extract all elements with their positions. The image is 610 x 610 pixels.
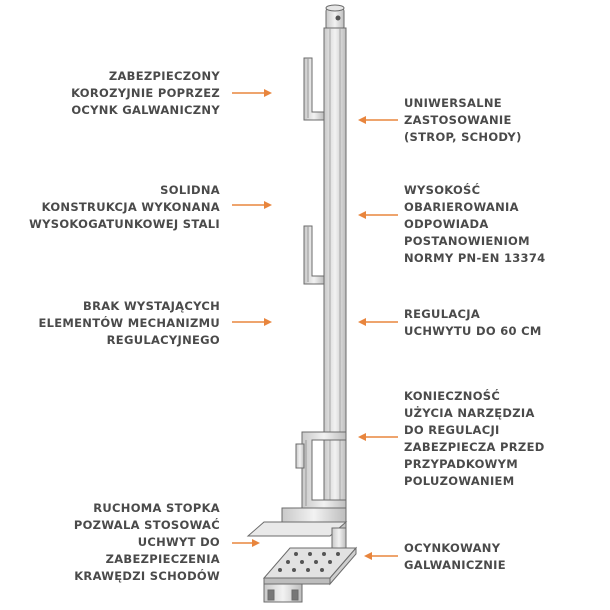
callout-line: UŻYCIA NARZĘDZIA: [404, 406, 535, 420]
callout-line: POLUZOWANIEM: [404, 474, 515, 488]
callout-line: OCYNK GALWANICZNY: [71, 103, 220, 117]
top-pin: [325, 4, 345, 31]
callout-line: ZABEZPIECZA PRZED: [404, 440, 545, 454]
callout-line: POZWALA STOSOWAĆ: [73, 518, 220, 532]
upper-rail-holder: [303, 57, 325, 121]
arrow-adjustment: [358, 318, 398, 326]
callout-no-elements: BRAK WYSTAJĄCYCH ELEMENTÓW MECHANIZMU RE…: [38, 298, 220, 349]
callout-line: OCYNKOWANY: [404, 541, 501, 555]
callout-line: GALWANICZNIE: [404, 558, 506, 572]
callout-line: DO REGULACJI: [404, 423, 500, 437]
callout-line: RUCHOMA STOPKA: [93, 501, 220, 515]
lower-adjustable-holder: [295, 431, 347, 509]
arrow-tool-needed: [358, 433, 398, 441]
callout-construction: SOLIDNA KONSTRUKCJA WYKONANA WYSOKOGATUN…: [29, 182, 220, 233]
sliding-clamp: [246, 507, 348, 537]
perforated-foot-plate: [262, 546, 358, 586]
left-arrows: [232, 89, 272, 547]
arrow-movable-foot: [232, 539, 260, 547]
arrow-universal: [358, 116, 398, 124]
callout-height: WYSOKOŚĆ OBARIEROWANIA ODPOWIADA POSTANO…: [404, 182, 545, 267]
callout-line: POSTANOWIENIOM: [404, 234, 530, 248]
callout-tool-needed: KONIECZNOŚĆ UŻYCIA NARZĘDZIA DO REGULACJ…: [404, 388, 545, 490]
callout-line: REGULACJA: [404, 307, 481, 321]
callout-line: WYSOKOŚĆ: [404, 183, 481, 197]
callout-universal: UNIWERSALNE ZASTOSOWANIE (STROP, SCHODY): [404, 95, 522, 146]
callout-galvanized: OCYNKOWANY GALWANICZNIE: [404, 540, 506, 574]
arrow-corrosion: [232, 89, 272, 97]
callout-line: PRZYPADKOWYM: [404, 457, 518, 471]
callout-line: KRAWĘDZI SCHODÓW: [74, 569, 220, 583]
callout-line: UCHWYTU DO 60 CM: [404, 324, 542, 338]
callout-line: WYSOKOGATUNKOWEJ STALI: [29, 217, 220, 231]
callout-line: BRAK WYSTAJĄCYCH: [83, 299, 220, 313]
main-tube: [323, 27, 347, 511]
callout-line: (STROP, SCHODY): [404, 130, 522, 144]
callout-corrosion: ZABEZPIECZONY KOROZYJNIE POPRZEZ OCYNK G…: [71, 68, 220, 119]
callout-line: NORMY PN-EN 13374: [404, 251, 546, 265]
callout-adjustment: REGULACJA UCHWYTU DO 60 CM: [404, 306, 542, 340]
callout-line: KONIECZNOŚĆ: [404, 389, 501, 403]
callout-line: ZABEZPIECZENIA: [105, 552, 220, 566]
callout-line: ZABEZPIECZONY: [108, 69, 220, 83]
callout-line: ELEMENTÓW MECHANIZMU: [38, 316, 220, 330]
callout-line: UNIWERSALNE: [404, 96, 502, 110]
right-arrows: [358, 116, 398, 560]
callout-line: SOLIDNA: [160, 183, 220, 197]
callout-line: ZASTOSOWANIE: [404, 113, 512, 127]
callout-line: ODPOWIADA: [404, 217, 489, 231]
callout-movable-foot: RUCHOMA STOPKA POZWALA STOSOWAĆ UCHWYT D…: [74, 500, 220, 585]
callout-line: UCHWYT DO: [137, 535, 220, 549]
bottom-bracket: [263, 583, 303, 603]
arrow-galvanized: [364, 552, 398, 560]
middle-rail-holder: [303, 225, 325, 285]
arrow-construction: [232, 201, 272, 209]
callout-line: KOROZYJNIE POPRZEZ: [71, 86, 220, 100]
arrow-height: [358, 211, 398, 219]
callout-line: OBARIEROWANIA: [404, 200, 519, 214]
arrow-no-elements: [232, 318, 272, 326]
callout-line: KONSTRUKCJA WYKONANA: [41, 200, 220, 214]
callout-line: REGULACYJNEGO: [106, 333, 220, 347]
